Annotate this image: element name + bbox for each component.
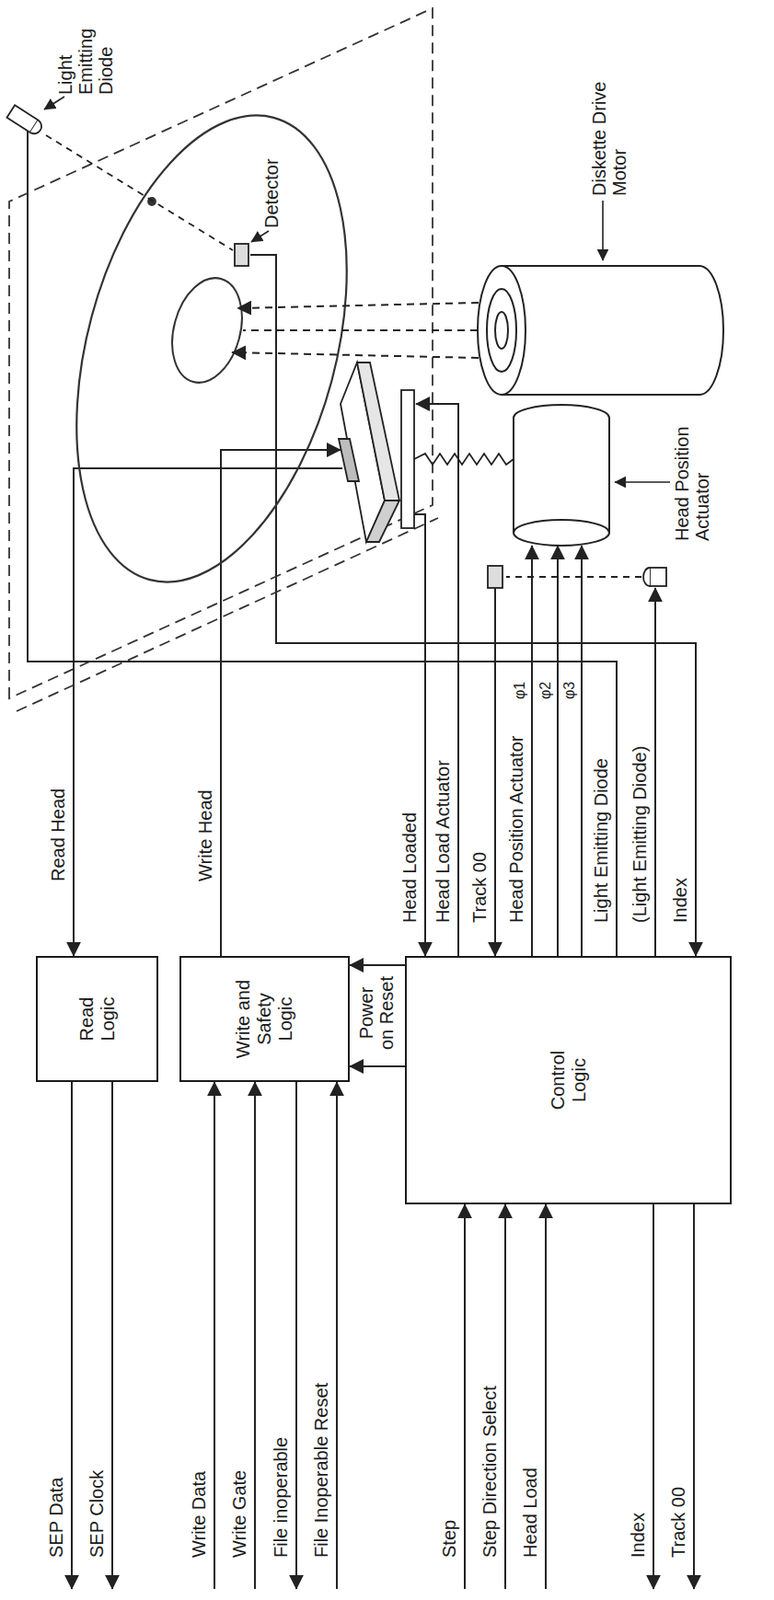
- drive-motor: [231, 352, 479, 359]
- head-carriage: [401, 390, 415, 529]
- head-carriage: [357, 362, 400, 501]
- signal-label: SEP Clock: [86, 1469, 107, 1560]
- position-actuator: [513, 519, 610, 546]
- position-actuator: [513, 404, 610, 533]
- signal-label: φ1: [511, 681, 529, 701]
- drive-wires: [27, 129, 617, 957]
- signal-label: Light Emitting Diode: [55, 9, 116, 96]
- head-carriage: [338, 438, 359, 482]
- drive-wires: [580, 545, 583, 957]
- track-sensor: [487, 566, 667, 589]
- head-carriage: [338, 362, 514, 543]
- drive-motor: [495, 311, 509, 349]
- signal-label: Head Position Actuator: [671, 402, 713, 543]
- box-text-group: Read Logic: [76, 986, 119, 1053]
- logic-box: Write and Safety Logic: [179, 956, 350, 1083]
- signal-label: Light Emitting Diode: [590, 757, 612, 925]
- interface-wires: [544, 1204, 547, 1590]
- box-label: Write and Safety Logic: [232, 971, 297, 1068]
- signal-label: Index: [670, 877, 691, 925]
- index-sensor: [6, 104, 45, 137]
- drive-motor: [486, 288, 517, 372]
- leader-lines: [601, 200, 604, 261]
- drive-wires: [73, 468, 343, 957]
- drive-wires: [220, 450, 341, 957]
- signal-label: Step Direction Select: [479, 1385, 500, 1560]
- track-sensor: [649, 567, 667, 587]
- signal-label: (Light Emitting Diode): [629, 745, 650, 925]
- signal-label: Write Gate: [229, 1469, 250, 1560]
- track-sensor: [487, 566, 503, 589]
- signal-label: Track 00: [668, 1486, 689, 1560]
- signal-label: Power on Reset: [356, 974, 397, 1052]
- index-sensor: [234, 243, 249, 266]
- signal-label: Write Data: [188, 1470, 209, 1560]
- leader-lines: [44, 96, 671, 483]
- drive-wires: [415, 404, 459, 957]
- leader-lines: [44, 96, 65, 110]
- interface-wires: [70, 1082, 73, 1590]
- interface-wires: [213, 1082, 216, 1590]
- diskette-plane: [29, 85, 393, 613]
- signal-connector: [349, 964, 405, 967]
- signal-connector: [349, 1065, 405, 1068]
- index-sensor: [46, 135, 233, 251]
- signal-label: Head Position Actuator: [506, 735, 527, 925]
- diskette-plane: [161, 270, 254, 392]
- drive-wires: [27, 129, 696, 957]
- interface-wires: [335, 1082, 338, 1590]
- drive-motor: [242, 329, 478, 332]
- box-label: Control Logic: [547, 1041, 590, 1120]
- logic-box: Control Logic: [404, 956, 732, 1205]
- interface-wires: [504, 1204, 507, 1590]
- head-carriage: [366, 500, 400, 543]
- drive-motor: [501, 265, 724, 395]
- track-sensor: [506, 576, 642, 578]
- leader-lines: [614, 481, 671, 484]
- box-label: Read Logic: [76, 986, 119, 1053]
- signal-label: Write Head: [195, 788, 216, 883]
- head-carriage: [414, 453, 514, 465]
- signal-label: File Inoperable Reset: [311, 1382, 332, 1560]
- diskette-plane: [16, 518, 439, 712]
- interface-wires: [652, 1204, 655, 1590]
- box-text-group: Control Logic: [547, 1041, 590, 1120]
- signal-label: φ3: [561, 681, 578, 701]
- box-text-group: Write and Safety Logic: [232, 971, 297, 1068]
- signal-label: Head Loaded: [399, 811, 420, 925]
- drive-wires: [556, 545, 559, 957]
- drive-motor: [237, 302, 479, 309]
- index-sensor: [30, 119, 45, 137]
- signal-label: Head Load Actuator: [432, 759, 453, 925]
- signal-label: Step: [438, 1519, 460, 1560]
- interface-wires: [254, 1082, 256, 1590]
- signal-label: Index: [627, 1512, 648, 1560]
- diskette-plane: [9, 8, 433, 699]
- signal-label: φ2: [537, 681, 555, 701]
- signal-label: Head Load: [519, 1467, 541, 1560]
- drive-motor: [231, 265, 724, 395]
- leader-lines: [251, 231, 269, 243]
- interface-wires: [295, 1082, 298, 1590]
- signal-label: File inoperable: [270, 1436, 291, 1560]
- drive-wires: [531, 545, 533, 957]
- interface-wires: [111, 1082, 114, 1590]
- position-actuator: [513, 404, 610, 546]
- interface-wires: [693, 1204, 695, 1590]
- logic-box: Read Logic: [35, 956, 159, 1083]
- signal-label: SEP Data: [46, 1477, 67, 1560]
- diskette-plane: [9, 8, 439, 712]
- signal-label: Diskette Drive Motor: [589, 80, 630, 197]
- track-sensor: [643, 567, 650, 587]
- drive-motor: [477, 265, 526, 395]
- interface-wires: [463, 1204, 466, 1590]
- signal-label: Read Head: [47, 787, 69, 883]
- signal-label: Track 00: [469, 851, 490, 925]
- signal-label: Detector: [261, 157, 282, 230]
- index-sensor: [6, 104, 249, 266]
